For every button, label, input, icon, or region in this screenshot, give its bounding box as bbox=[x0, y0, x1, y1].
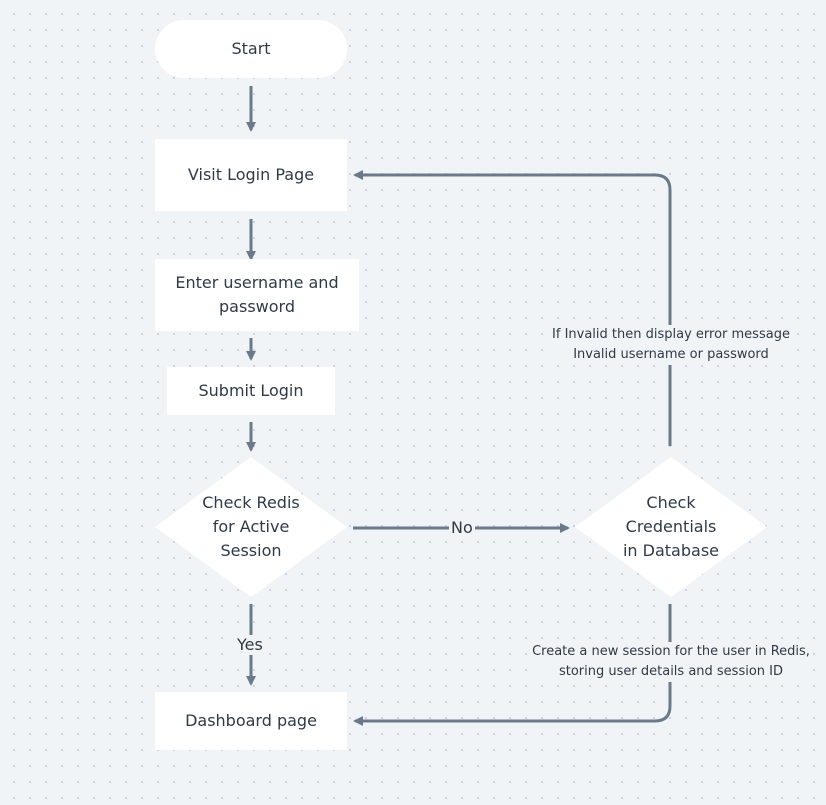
invalid-note-line-2: Invalid username or password bbox=[573, 347, 769, 362]
edge-label-yes: Yes bbox=[235, 635, 265, 655]
edge-db-to-dashboard bbox=[353, 604, 672, 726]
start-label: Start bbox=[231, 39, 271, 58]
session-note-line-1: Create a new session for the user in Red… bbox=[532, 644, 810, 659]
visit-login-node: Visit Login Page bbox=[155, 139, 347, 211]
session-note-line-2: storing user details and session ID bbox=[558, 664, 784, 679]
check-redis-shape bbox=[155, 457, 347, 597]
check-db-decision: Check Credentials in Database bbox=[575, 457, 767, 597]
submit-login-node: Submit Login bbox=[167, 367, 335, 415]
check-db-shape bbox=[575, 457, 767, 597]
dashboard-node: Dashboard page bbox=[155, 692, 347, 750]
create-session-note: Create a new session for the user in Red… bbox=[531, 642, 811, 682]
enter-credentials-label: Enter username and password bbox=[175, 273, 339, 316]
dashboard-label: Dashboard page bbox=[185, 711, 317, 730]
check-redis-label: Check Redis for Active Session bbox=[202, 493, 300, 560]
invalid-credentials-note: If Invalid then display error message In… bbox=[552, 325, 790, 365]
enter-credentials-node: Enter username and password bbox=[155, 259, 359, 331]
edge-db-to-visit bbox=[353, 170, 672, 446]
edge-label-no: No bbox=[449, 518, 475, 538]
start-node: Start bbox=[155, 20, 347, 78]
check-db-label: Check Credentials in Database bbox=[622, 493, 719, 560]
invalid-note-line-1: If Invalid then display error message bbox=[552, 327, 790, 342]
visit-login-label: Visit Login Page bbox=[187, 165, 315, 184]
submit-login-label: Submit Login bbox=[198, 381, 304, 400]
check-redis-decision: Check Redis for Active Session bbox=[155, 457, 347, 597]
